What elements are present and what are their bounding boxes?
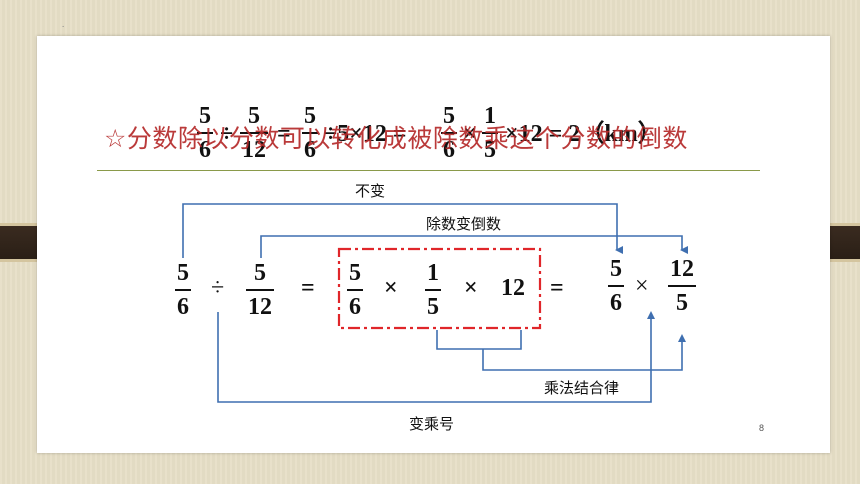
equals-sign: =: [301, 275, 315, 301]
denominator: 6: [304, 137, 316, 163]
fraction-bar: [347, 289, 363, 291]
times-sign: ×: [463, 121, 477, 147]
denominator: 12: [242, 137, 266, 163]
fraction-bar: [482, 132, 498, 134]
grouping-box: [337, 247, 542, 330]
denominator: 5: [427, 294, 439, 320]
numerator: 5: [304, 103, 316, 129]
top-frac-5: 1 5: [482, 104, 498, 162]
divide-sign: ÷: [220, 121, 234, 147]
denominator: 6: [177, 294, 189, 320]
fraction-bar: [302, 132, 318, 134]
equals-sign: =: [277, 121, 291, 147]
main-frac-one-fifth: 1 5: [425, 261, 441, 319]
result-frac-five-sixths: 5 6: [608, 257, 624, 315]
top-frac-3: 5 6: [302, 104, 318, 162]
denominator: 6: [349, 294, 361, 320]
equals-sign: =: [550, 275, 564, 301]
top-middle-expression: ÷5×12 =: [324, 121, 407, 147]
denominator: 6: [443, 137, 455, 163]
numerator: 1: [427, 260, 439, 286]
numerator: 5: [349, 260, 361, 286]
divide-sign: ÷: [211, 275, 225, 301]
denominator: 6: [610, 290, 622, 316]
fraction-bar: [197, 132, 213, 134]
number-twelve: 12: [501, 275, 525, 301]
main-frac-divisor: 5 12: [246, 261, 274, 319]
top-frac-2: 5 12: [240, 104, 268, 162]
times-sign: ×: [384, 275, 398, 301]
corner-mark: .: [62, 19, 65, 29]
fraction-bar: [175, 289, 191, 291]
numerator: 5: [254, 260, 266, 286]
fraction-bar: [425, 289, 441, 291]
numerator: 5: [177, 260, 189, 286]
associative-arrow: [482, 334, 686, 371]
numerator: 5: [443, 103, 455, 129]
top-frac-4: 5 6: [441, 104, 457, 162]
fraction-bar: [246, 289, 274, 291]
fraction-bar: [608, 285, 624, 287]
change-sign-arrow: [217, 311, 655, 403]
associative-bracket: [436, 330, 522, 350]
result-frac-twelve-fifths: 12 5: [668, 257, 696, 315]
page-number: 8: [759, 423, 765, 433]
numerator: 1: [484, 103, 496, 129]
label-unchanged: 不变: [355, 182, 386, 200]
label-divisor-reciprocal: 除数变倒数: [426, 215, 502, 233]
numerator: 5: [199, 103, 211, 129]
unchanged-arrow: [182, 203, 623, 258]
denominator: 5: [676, 290, 688, 316]
main-frac-five-sixths: 5 6: [347, 261, 363, 319]
headline-text: ☆分数除以分数可以转化成被除数乘这个分数的倒数: [104, 124, 688, 153]
label-change-sign: 变乘号: [409, 415, 455, 433]
top-result: ×12 = 2（km）: [505, 121, 662, 147]
fraction-bar: [668, 285, 696, 287]
fraction-bar: [441, 132, 457, 134]
times-sign: ×: [635, 273, 649, 299]
numerator: 12: [670, 256, 694, 282]
label-associative-law: 乘法结合律: [544, 379, 620, 397]
divider-line: [97, 170, 760, 171]
denominator: 5: [484, 137, 496, 163]
times-sign: ×: [464, 275, 478, 301]
denominator: 6: [199, 137, 211, 163]
numerator: 5: [248, 103, 260, 129]
denominator: 12: [248, 294, 272, 320]
slide-canvas: [37, 36, 830, 453]
reciprocal-arrow: [260, 235, 688, 258]
numerator: 5: [610, 256, 622, 282]
top-frac-1: 5 6: [197, 104, 213, 162]
main-frac-dividend: 5 6: [175, 261, 191, 319]
fraction-bar: [240, 132, 268, 134]
